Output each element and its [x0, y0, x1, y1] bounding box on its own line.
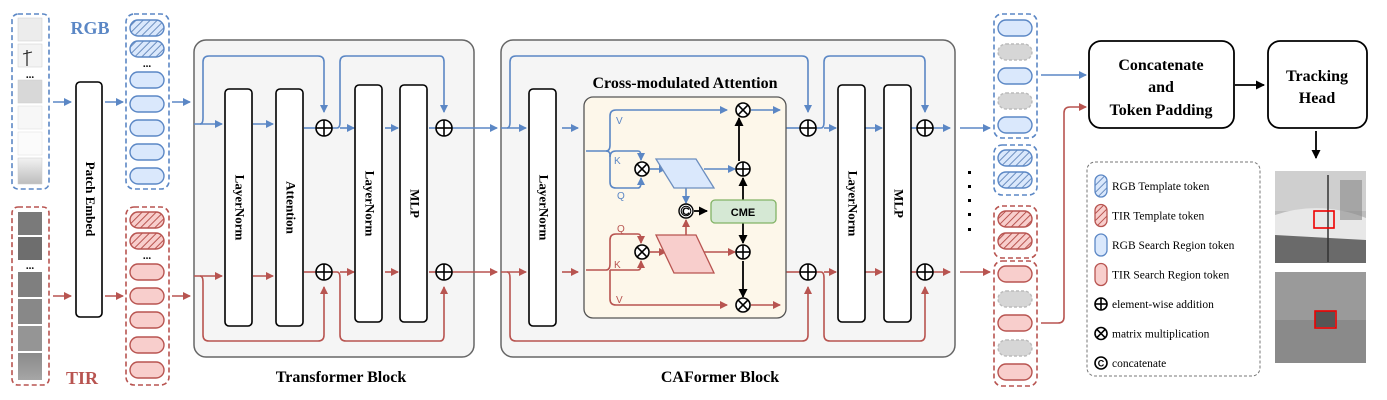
tb-attention-box — [275, 88, 304, 327]
rgb-label: RGB — [70, 18, 109, 38]
tb-attention-label: Attention — [284, 181, 299, 234]
tir-search-token — [129, 263, 165, 281]
v-label-rgb: V — [616, 116, 623, 127]
ca-layernorm-1-box — [528, 88, 557, 327]
tb-layernorm-1-label: LayerNorm — [233, 175, 248, 241]
tir-template-token — [997, 232, 1033, 250]
tir-template-token — [997, 210, 1033, 228]
legend-label-rgb-search: RGB Search Region token — [1112, 240, 1235, 252]
tir-label: TIR — [66, 368, 99, 388]
patch-embed-box — [75, 81, 103, 318]
ca-layernorm-2-box — [837, 84, 866, 323]
rgb-attention-map — [654, 158, 716, 189]
tracking-head-label-2: Head — [1299, 90, 1336, 107]
cross-modulated-attention-title: Cross-modulated Attention — [592, 75, 777, 92]
ca-layernorm-1-label: LayerNorm — [537, 175, 552, 241]
ca-layernorm-2-label: LayerNorm — [846, 171, 861, 237]
tir-template-output-group — [993, 205, 1038, 259]
rgb-template-token — [129, 19, 165, 37]
tracking-head-box — [1267, 40, 1368, 129]
tir-search-token — [129, 336, 165, 354]
caformer-block-title: CAFormer Block — [661, 369, 779, 386]
legend-tir-search-swatch — [1094, 262, 1108, 287]
rgb-search-token — [129, 167, 165, 185]
tir-search-token — [997, 314, 1033, 332]
token-ellipsis: ... — [143, 58, 152, 70]
rgb-template-output-group — [993, 144, 1038, 196]
input-token-column: ...... — [125, 13, 170, 386]
rgb-search-token — [129, 71, 165, 89]
frames-ellipsis-rgb: ... — [26, 69, 35, 81]
token-ellipsis: ... — [143, 250, 152, 262]
cme-module — [710, 199, 777, 224]
legend-rgb-template-swatch — [1094, 174, 1108, 198]
tir-search-token — [129, 311, 165, 329]
output-token-column — [993, 13, 1038, 387]
transformer-block-title: Transformer Block — [276, 369, 407, 386]
rgb-search-token — [129, 143, 165, 161]
tir-result-image — [1275, 272, 1366, 363]
ca-mlp-box — [883, 84, 912, 323]
tracking-head-label-1: Tracking — [1286, 68, 1348, 85]
tir-template-token — [129, 211, 165, 229]
tir-search-token — [129, 287, 165, 305]
rgb-template-token — [997, 149, 1033, 167]
more-layers-dots — [968, 171, 971, 231]
legend-box — [1086, 161, 1261, 377]
dropped-token — [997, 339, 1033, 357]
legend-tir-template-swatch — [1094, 203, 1108, 228]
rgb-search-token — [997, 116, 1033, 134]
legend-label-mul: matrix multiplication — [1112, 329, 1210, 341]
tb-layernorm-2-box — [354, 84, 383, 323]
tir-token-group — [125, 206, 170, 386]
rgb-search-token — [997, 67, 1033, 85]
tir-search-token — [129, 361, 165, 379]
legend-label-tir-search: TIR Search Region token — [1112, 270, 1229, 282]
tir-search-token — [997, 363, 1033, 381]
dropped-token — [997, 290, 1033, 308]
tir-template-token — [129, 232, 165, 250]
tb-mlp-box — [399, 84, 428, 323]
dropped-token — [997, 43, 1033, 61]
q-label-tir: Q — [617, 224, 625, 235]
k-label-rgb: K — [614, 156, 621, 167]
patch-embed-label: Patch Embed — [83, 162, 98, 238]
concat-label-3: Token Padding — [1109, 102, 1212, 119]
tir-attention-map — [654, 234, 716, 274]
tb-layernorm-2-label: LayerNorm — [363, 171, 378, 237]
legend-label-rgb-template: RGB Template token — [1112, 181, 1210, 193]
svg-text:C: C — [682, 206, 690, 218]
tir-input-frames — [11, 206, 50, 386]
legend-rgb-search-swatch — [1094, 233, 1108, 257]
dropped-token — [997, 92, 1033, 110]
legend-label-tir-template: TIR Template token — [1112, 211, 1204, 223]
ca-mlp-label: MLP — [892, 189, 907, 218]
v-label-tir: V — [616, 295, 623, 306]
rgb-input-frames — [11, 13, 50, 190]
legend-label-add: element-wise addition — [1112, 299, 1214, 311]
rgb-template-token — [997, 171, 1033, 189]
frames-ellipsis-tir: ... — [26, 260, 35, 272]
rgb-token-group — [125, 13, 170, 190]
concat-label-1: Concatenate — [1118, 57, 1203, 74]
rgb-search-token — [129, 119, 165, 137]
rgb-search-token — [129, 95, 165, 113]
rgb-template-token — [129, 40, 165, 58]
tb-mlp-label: MLP — [408, 189, 423, 218]
concatenate-token-padding-box — [1088, 40, 1235, 129]
rgb-search-token — [997, 19, 1033, 37]
svg-text:C: C — [1098, 359, 1105, 369]
legend-concat-icon — [1094, 356, 1108, 370]
tb-layernorm-1-box — [224, 88, 253, 327]
concat-label-2: and — [1148, 79, 1174, 96]
rgb-result-image — [1275, 171, 1366, 263]
tir-search-token — [997, 265, 1033, 283]
k-label-tir: K — [614, 260, 621, 271]
cme-label: CME — [731, 207, 755, 219]
q-label-rgb: Q — [617, 191, 625, 202]
legend-label-concat: concatenate — [1112, 358, 1166, 370]
